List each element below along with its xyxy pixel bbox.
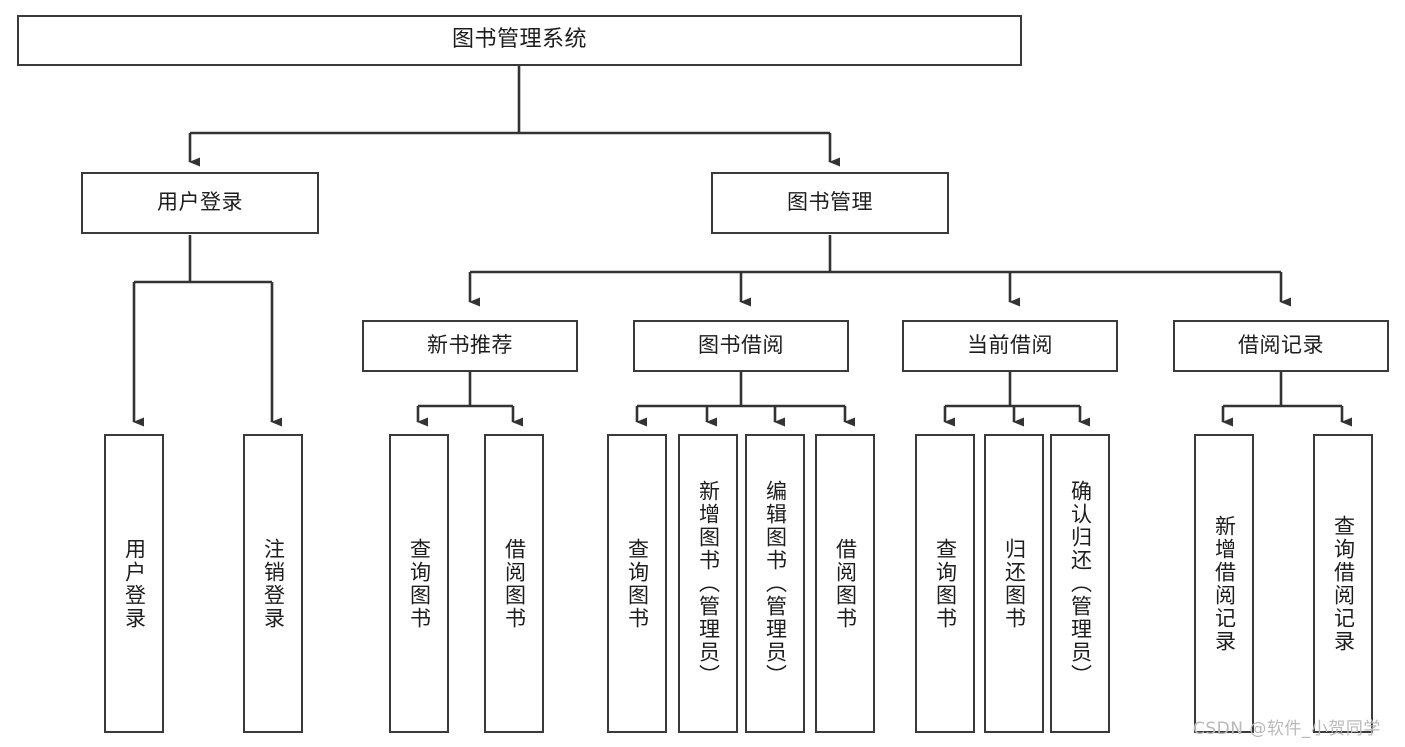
node-leaf-add-record[interactable]: 新增借阅记录: [1194, 434, 1254, 733]
node-leaf-borrow-book-2[interactable]: 借阅图书: [815, 434, 875, 733]
node-label: 新增图书（管理员）: [696, 480, 721, 687]
node-label: 借阅记录: [1238, 333, 1324, 358]
node-label: 当前借阅: [967, 333, 1053, 358]
node-leaf-query-book-2[interactable]: 查询图书: [607, 434, 667, 733]
node-leaf-confirm-return[interactable]: 确认归还（管理员）: [1050, 434, 1110, 733]
node-label: 新书推荐: [427, 333, 513, 358]
node-leaf-add-book[interactable]: 新增图书（管理员）: [678, 434, 738, 733]
node-borrow-record[interactable]: 借阅记录: [1173, 320, 1389, 372]
node-label: 查询图书: [933, 537, 958, 630]
node-label: 查询图书: [625, 537, 650, 630]
node-label: 确认归还（管理员）: [1068, 480, 1093, 687]
node-user-login[interactable]: 用户登录: [81, 172, 319, 234]
node-label: 图书借阅: [698, 333, 784, 358]
node-book-borrow[interactable]: 图书借阅: [633, 320, 849, 372]
node-book-manage[interactable]: 图书管理: [711, 172, 949, 234]
node-label: 归还图书: [1002, 537, 1027, 630]
node-label: 查询借阅记录: [1331, 514, 1356, 653]
node-leaf-logout-login[interactable]: 注销登录: [243, 434, 303, 733]
node-label: 编辑图书（管理员）: [763, 480, 788, 687]
node-leaf-query-book-3[interactable]: 查询图书: [915, 434, 975, 733]
node-label: 查询图书: [407, 537, 432, 630]
node-label: 借阅图书: [833, 537, 858, 630]
node-label: 用户登录: [122, 537, 147, 630]
node-leaf-return-book[interactable]: 归还图书: [984, 434, 1044, 733]
node-leaf-edit-book[interactable]: 编辑图书（管理员）: [745, 434, 805, 733]
node-leaf-user-login[interactable]: 用户登录: [104, 434, 164, 733]
node-current-borrow[interactable]: 当前借阅: [902, 320, 1118, 372]
node-label: 新增借阅记录: [1212, 514, 1237, 653]
node-new-book-recommend[interactable]: 新书推荐: [362, 320, 578, 372]
node-leaf-query-record[interactable]: 查询借阅记录: [1313, 434, 1373, 733]
node-label: 图书管理系统: [451, 27, 587, 53]
node-label: 借阅图书: [502, 537, 527, 630]
node-label: 图书管理: [787, 190, 873, 215]
node-leaf-borrow-book-1[interactable]: 借阅图书: [484, 434, 544, 733]
node-root-system[interactable]: 图书管理系统: [17, 15, 1022, 66]
node-label: 用户登录: [157, 190, 243, 215]
node-leaf-query-book-1[interactable]: 查询图书: [389, 434, 449, 733]
node-label: 注销登录: [261, 537, 286, 630]
